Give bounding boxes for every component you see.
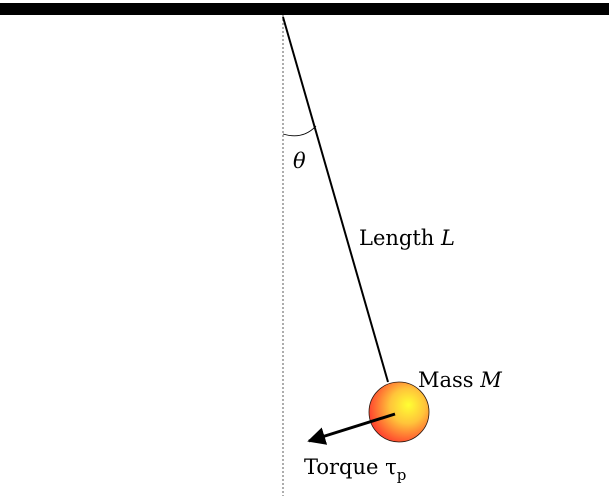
length-label-prefix: Length bbox=[359, 226, 441, 250]
mass-label: Mass M bbox=[418, 368, 502, 392]
torque-label-prefix: Torque bbox=[304, 455, 385, 479]
ceiling-bar bbox=[0, 3, 609, 15]
mass-label-prefix: Mass bbox=[418, 368, 480, 392]
angle-arc bbox=[282, 125, 317, 137]
angle-label: θ bbox=[293, 149, 306, 173]
torque-label: Torque τp bbox=[304, 455, 406, 484]
torque-arrow bbox=[307, 412, 396, 445]
pendulum-rod bbox=[282, 16, 389, 383]
length-symbol: L bbox=[440, 226, 455, 250]
torque-symbol: τ bbox=[385, 455, 397, 479]
mass-symbol: M bbox=[479, 368, 502, 392]
torque-subscript: p bbox=[397, 466, 407, 484]
pendulum-bob bbox=[368, 381, 430, 443]
length-label: Length L bbox=[359, 226, 455, 250]
